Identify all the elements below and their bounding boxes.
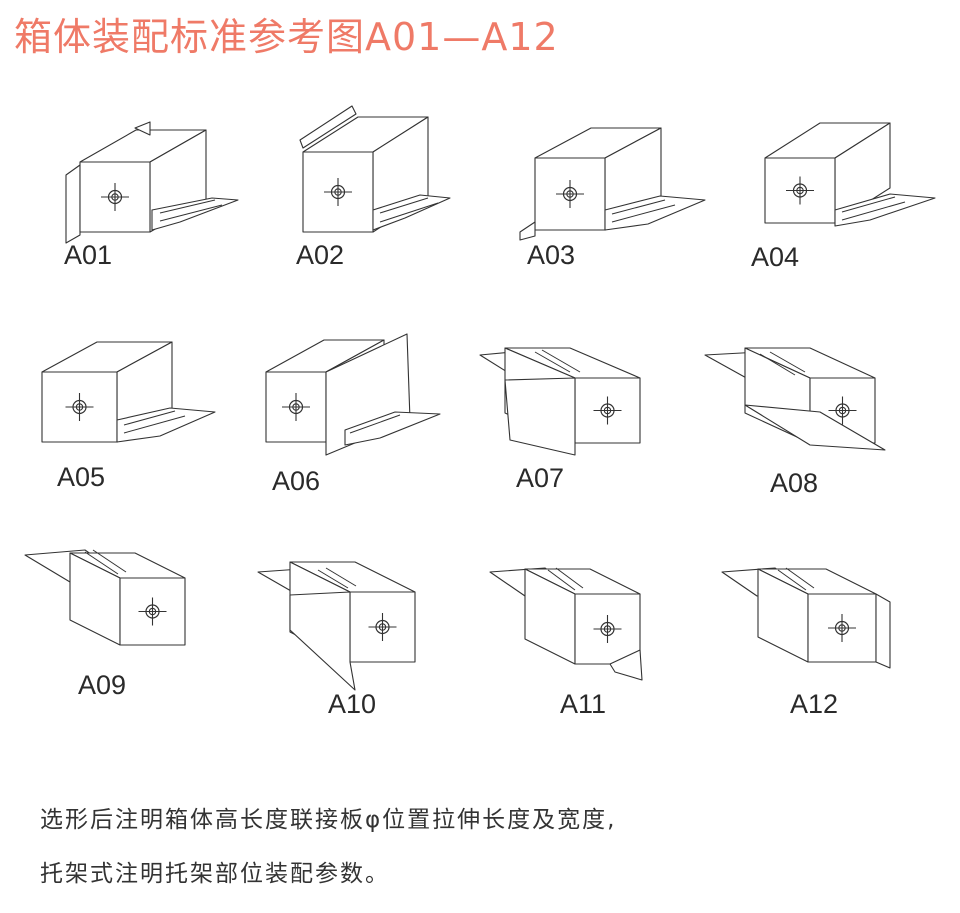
flap-fold [785,567,815,589]
crosshair-icon [556,180,584,208]
flap-fold [534,351,571,373]
flap-fold [547,569,576,591]
caption-a07: A07 [516,463,565,493]
bottom-rail [604,195,706,231]
caption-a06: A06 [272,466,321,496]
rail-fold [841,196,896,213]
bottom-rail [834,193,936,227]
crosshair-icon [65,393,94,421]
diagram-a04 [764,122,936,227]
caption-a05: A05 [57,462,106,492]
caption-a04: A04 [751,242,800,272]
diagram-a06 [265,333,441,456]
caption-a11: A11 [560,689,607,719]
caption-a08: A08 [770,468,819,498]
crosshair-icon [138,597,167,626]
flap-fold [84,551,119,575]
crosshair-icon [786,176,814,205]
diagram-a08 [704,347,886,451]
rail-fold [123,415,186,434]
diagram-a02 [299,105,451,233]
diagram-a07 [479,347,641,456]
page-title: 箱体装配标准参考图A01—A12 [14,15,559,59]
diagram-a10 [257,561,416,691]
rail-fold [159,199,216,214]
top-flange [134,121,151,136]
caption-a03: A03 [527,240,576,270]
crosshair-icon [101,183,129,211]
crosshair-icon [282,393,310,421]
rail-fold [611,204,676,223]
flap-fold [541,349,581,373]
bottom-flange [609,649,643,681]
crosshair-icon [368,613,397,641]
crosshair-icon [593,396,622,425]
rail-fold [379,202,439,223]
rail-fold [159,204,223,222]
caption-a09: A09 [78,670,127,700]
flap-fold [92,549,127,573]
crosshair-icon [593,615,622,643]
note-line-1: 选形后注明箱体高长度联接板φ位置拉伸长度及宽度, [40,807,617,833]
caption-a10: A10 [328,689,377,719]
flap-fold [769,351,806,373]
bottom-rail [344,411,441,446]
caption-a12: A12 [790,689,839,719]
caption-a02: A02 [296,240,345,270]
diagram-a05 [41,341,216,443]
bottom-rail [116,407,216,443]
note-line-2: 托架式注明托架部位装配参数。 [40,861,390,887]
crosshair-icon [324,178,352,206]
flap-fold [555,567,584,589]
flap-fold [759,353,796,376]
left-flange [65,164,81,244]
flap-fold [777,569,807,591]
diagram-a01 [65,121,239,244]
side-panel [289,591,356,691]
flap-fold [317,569,349,589]
bottom-rail [372,194,451,231]
rail-fold [379,197,429,214]
top-flange [299,105,357,149]
rail-fold [349,414,401,434]
rail-fold [611,199,666,215]
diagram-a09 [24,549,186,646]
side-panel [504,377,576,456]
crosshair-icon [828,614,856,642]
rail-fold [841,201,906,221]
crosshair-icon [828,396,857,425]
bottom-flange [744,404,886,451]
right-flange [875,593,891,669]
diagram-a11 [489,567,643,681]
caption-a01: A01 [64,240,113,270]
rail-fold [123,410,176,426]
diagram-a03 [519,127,706,241]
diagram-a12 [721,567,891,669]
left-flange [519,221,536,241]
flap-fold [325,567,357,587]
